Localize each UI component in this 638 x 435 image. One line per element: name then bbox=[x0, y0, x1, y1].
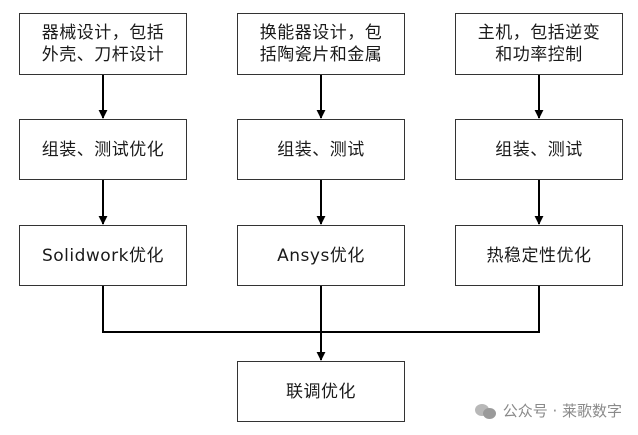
watermark: 公众号 · 莱歌数字 bbox=[474, 400, 622, 421]
node-host: 主机，包括逆变 和功率控制 bbox=[455, 13, 623, 75]
node-transducer-design-line1: 换能器设计，包 bbox=[259, 23, 383, 43]
watermark-text: 公众号 · 莱歌数字 bbox=[502, 402, 622, 420]
node-assemble-test-1: 组装、测试 bbox=[237, 119, 405, 180]
node-assemble-test-2-label: 组装、测试 bbox=[495, 139, 583, 160]
node-joint-opt: 联调优化 bbox=[237, 361, 405, 422]
node-ansys-opt-label: Ansys优化 bbox=[277, 245, 365, 266]
node-solidwork-opt: Solidwork优化 bbox=[19, 225, 187, 286]
node-thermal-opt: 热稳定性优化 bbox=[455, 225, 623, 286]
wechat-icon bbox=[474, 402, 497, 420]
node-ansys-opt: Ansys优化 bbox=[237, 225, 405, 286]
node-mech-design-line2: 外壳、刀杆设计 bbox=[41, 45, 165, 65]
node-mech-design-line1: 器械设计，包括 bbox=[41, 23, 165, 43]
node-assemble-test-2: 组装、测试 bbox=[455, 119, 623, 180]
node-transducer-design-line2: 括陶瓷片和金属 bbox=[259, 45, 383, 65]
node-transducer-design: 换能器设计，包 括陶瓷片和金属 bbox=[237, 13, 405, 75]
node-assemble-test-1-label: 组装、测试 bbox=[277, 139, 365, 160]
node-joint-opt-label: 联调优化 bbox=[286, 381, 356, 402]
node-mech-design: 器械设计，包括 外壳、刀杆设计 bbox=[19, 13, 187, 75]
node-assemble-test-opt-label: 组装、测试优化 bbox=[41, 139, 165, 160]
node-host-line2: 和功率控制 bbox=[495, 45, 583, 65]
node-assemble-test-opt: 组装、测试优化 bbox=[19, 119, 187, 180]
node-host-line1: 主机，包括逆变 bbox=[477, 23, 601, 43]
node-thermal-opt-label: 热稳定性优化 bbox=[486, 245, 592, 266]
node-solidwork-opt-label: Solidwork优化 bbox=[41, 245, 165, 266]
